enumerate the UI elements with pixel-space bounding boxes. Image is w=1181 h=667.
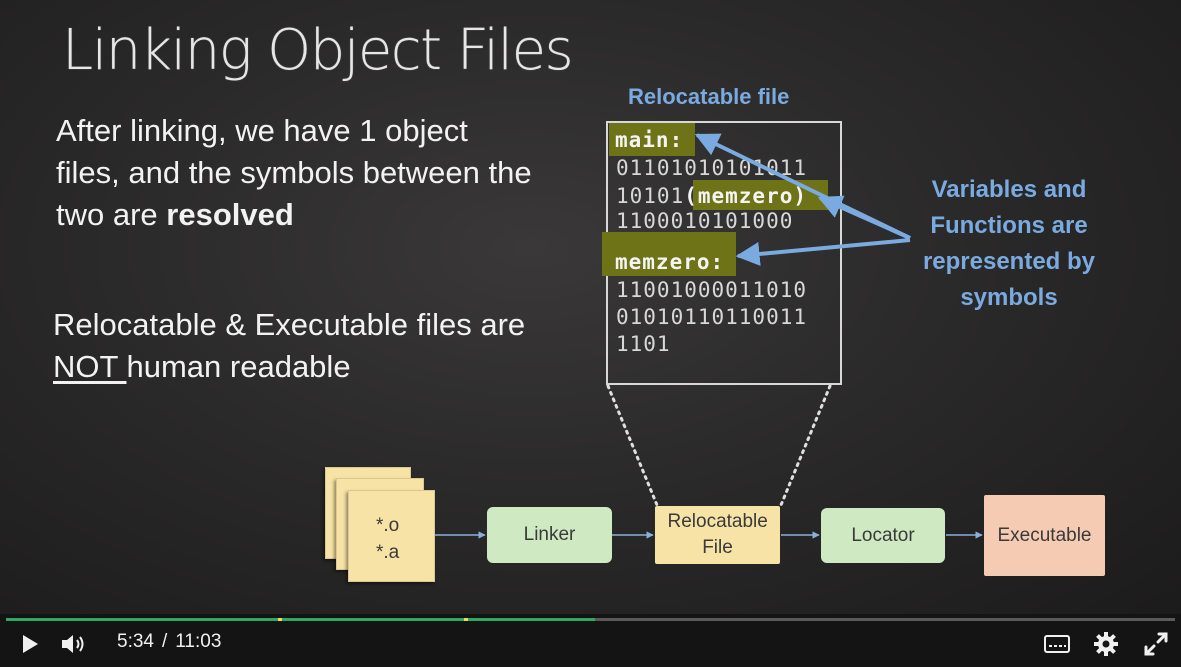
diagram-lines xyxy=(433,133,983,539)
current-time: 5:34 xyxy=(117,631,154,652)
play-icon[interactable] xyxy=(19,633,41,655)
linker-box: Linker xyxy=(487,507,612,563)
binary-prefix: 10101 xyxy=(616,184,685,208)
relocatable-file-box-stage: Relocatable File xyxy=(655,506,780,564)
binary-line: 11001000011010 xyxy=(616,278,808,302)
readability-text-after: human readable xyxy=(126,349,351,384)
memzero-label-highlight xyxy=(602,232,736,276)
symbol-arrow-ref xyxy=(817,195,911,240)
binary-line: 01101010101011 xyxy=(616,156,808,180)
not-underlined: NOT xyxy=(53,349,127,384)
relocatable-file-title: Relocatable file xyxy=(628,84,790,109)
main-symbol-highlight xyxy=(609,123,695,156)
gear-icon[interactable] xyxy=(1093,631,1119,657)
archive-ext: *.a xyxy=(376,542,400,563)
readability-text-before: Relocatable & Executable files are xyxy=(53,307,526,342)
chapter-marker xyxy=(278,618,283,621)
input-files-label: *.o *.a xyxy=(376,512,416,566)
relocatable-stage-label: Relocatable File xyxy=(667,511,768,558)
video-frame[interactable]: Linking Object Files After linking, we h… xyxy=(0,0,1181,620)
linking-text: After linking, we have 1 object files, a… xyxy=(56,113,532,232)
fullscreen-icon[interactable] xyxy=(1143,631,1169,657)
time-separator: / xyxy=(161,631,168,652)
memzero-label: memzero: xyxy=(615,250,725,274)
symbol-arrow-memzero xyxy=(735,238,911,266)
binary-line: 01010110110011 xyxy=(616,305,808,329)
volume-icon[interactable] xyxy=(60,632,88,656)
captions-icon[interactable] xyxy=(1043,633,1071,655)
locator-box: Locator xyxy=(821,508,945,563)
memzero-reference: (memzero) xyxy=(684,184,808,208)
binary-line: 1101 xyxy=(616,332,671,356)
chapter-marker xyxy=(464,618,469,621)
slide-title: Linking Object Files xyxy=(62,18,574,83)
zoom-line-right xyxy=(779,384,832,507)
zoom-line-left xyxy=(606,384,659,507)
object-file-page xyxy=(348,490,435,582)
linking-description: After linking, we have 1 object files, a… xyxy=(56,110,536,236)
main-label: main: xyxy=(615,128,684,152)
progress-played xyxy=(6,618,596,621)
time-display: 5:34 / 11:03 xyxy=(117,631,221,653)
duration: 11:03 xyxy=(175,631,222,652)
binary-line: 1100010101000 xyxy=(616,209,794,233)
player-controls: 5:34 / 11:03 xyxy=(0,614,1181,667)
progress-bar[interactable] xyxy=(6,618,1175,621)
binary-line-with-call: 10101(memzero) xyxy=(616,184,807,208)
executable-box: Executable xyxy=(984,495,1105,576)
readability-note: Relocatable & Executable files are NOT h… xyxy=(53,304,533,388)
symbols-annotation: Variables and Functions are represented … xyxy=(922,176,1096,311)
resolved-text: resolved xyxy=(166,197,294,232)
memzero-ref-highlight xyxy=(693,180,828,210)
object-ext: *.o xyxy=(376,515,400,536)
